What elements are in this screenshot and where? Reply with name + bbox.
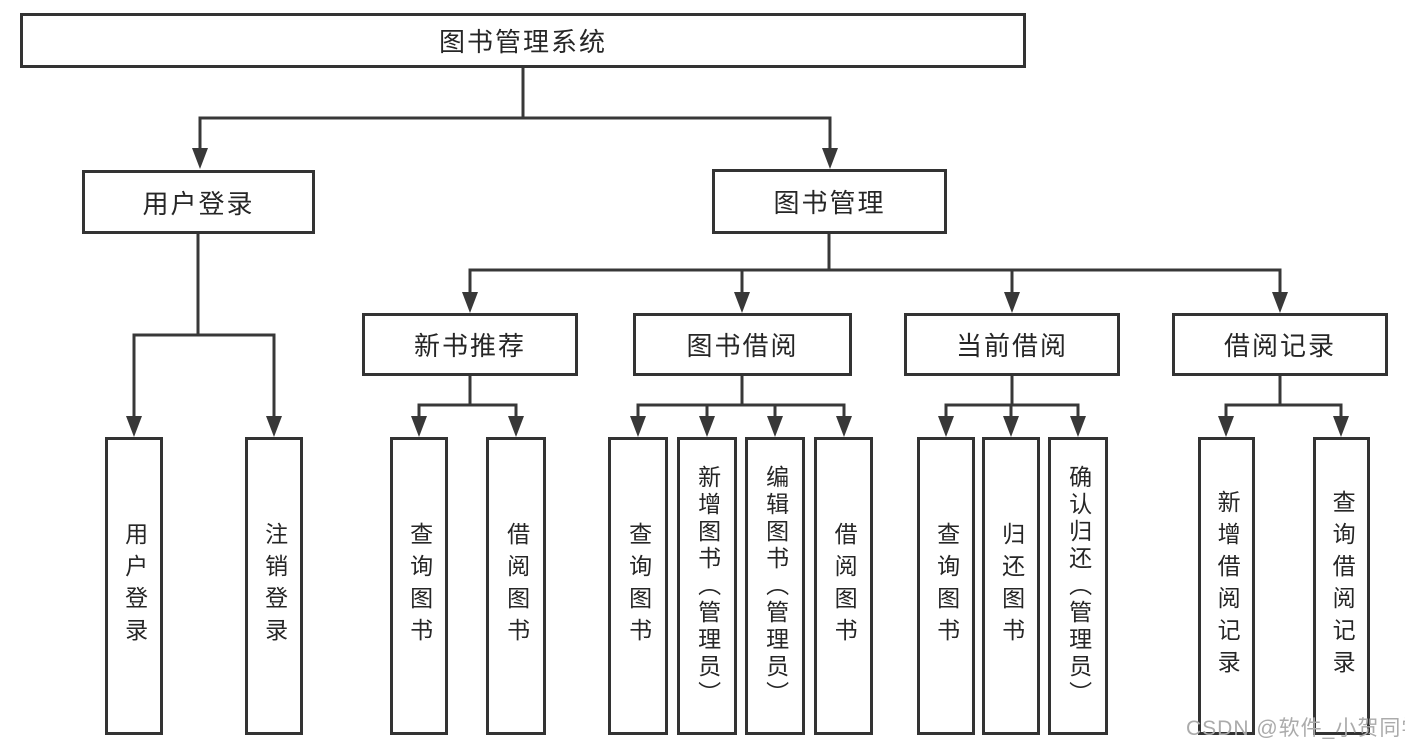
node-book-borrow: 图书借阅 <box>633 313 852 376</box>
node-new-book-recommend-label: 新书推荐 <box>413 331 526 361</box>
leaf-borrow-query-books: 查询图书 <box>608 437 668 735</box>
leaf-logout: 注销登录 <box>245 437 303 735</box>
node-borrow-record: 借阅记录 <box>1172 313 1388 376</box>
edge-recommend-split <box>417 376 518 418</box>
edge-borrow-split <box>636 376 846 418</box>
node-book-borrow-label: 图书借阅 <box>686 331 799 361</box>
leaf-borrow-borrow-books-label: 借阅图书 <box>831 522 858 650</box>
leaf-user-login: 用户登录 <box>105 437 163 735</box>
leaf-recommend-query-books: 查询图书 <box>390 437 448 735</box>
leaf-edit-books-admin-label: 编辑图书（管理员） <box>762 464 789 708</box>
node-borrow-record-label: 借阅记录 <box>1223 331 1336 361</box>
leaf-add-borrow-record: 新增借阅记录 <box>1198 437 1255 735</box>
node-book-manage: 图书管理 <box>712 169 947 234</box>
node-current-borrow-label: 当前借阅 <box>955 331 1068 361</box>
edge-user-login-split <box>132 234 276 418</box>
leaf-recommend-query-books-label: 查询图书 <box>406 522 433 650</box>
edge-root-split <box>198 68 832 150</box>
node-book-manage-label: 图书管理 <box>773 188 886 218</box>
leaf-query-borrow-record-label: 查询借阅记录 <box>1329 490 1356 682</box>
leaf-current-query-books: 查询图书 <box>917 437 975 735</box>
leaf-borrow-borrow-books: 借阅图书 <box>814 437 873 735</box>
leaf-confirm-return-admin-label: 确认归还（管理员） <box>1065 464 1092 708</box>
csdn-watermark: CSDN @软件_小贺同学 <box>1186 717 1405 740</box>
leaf-confirm-return-admin: 确认归还（管理员） <box>1048 437 1108 735</box>
leaf-current-query-books-label: 查询图书 <box>933 522 960 650</box>
leaf-recommend-borrow-books: 借阅图书 <box>486 437 546 735</box>
leaf-add-books-admin: 新增图书（管理员） <box>677 437 737 735</box>
leaf-user-login-label: 用户登录 <box>121 522 148 650</box>
leaf-query-borrow-record: 查询借阅记录 <box>1313 437 1370 735</box>
node-root: 图书管理系统 <box>20 13 1026 68</box>
node-current-borrow: 当前借阅 <box>904 313 1120 376</box>
leaf-add-books-admin-label: 新增图书（管理员） <box>694 464 721 708</box>
node-root-label: 图书管理系统 <box>438 27 607 57</box>
leaf-add-borrow-record-label: 新增借阅记录 <box>1214 490 1241 682</box>
leaf-recommend-borrow-books-label: 借阅图书 <box>503 522 530 650</box>
edge-current-split <box>944 376 1080 418</box>
node-user-login-label: 用户登录 <box>142 188 255 219</box>
leaf-return-books-label: 归还图书 <box>998 522 1025 650</box>
leaf-borrow-query-books-label: 查询图书 <box>625 522 652 650</box>
node-user-login: 用户登录 <box>82 170 315 234</box>
arrowheads <box>126 148 1349 437</box>
leaf-return-books: 归还图书 <box>982 437 1040 735</box>
edge-record-split <box>1224 376 1343 418</box>
leaf-logout-label: 注销登录 <box>261 522 288 650</box>
leaf-edit-books-admin: 编辑图书（管理员） <box>745 437 805 735</box>
node-new-book-recommend: 新书推荐 <box>362 313 578 376</box>
edge-book-manage-split <box>468 234 1282 294</box>
